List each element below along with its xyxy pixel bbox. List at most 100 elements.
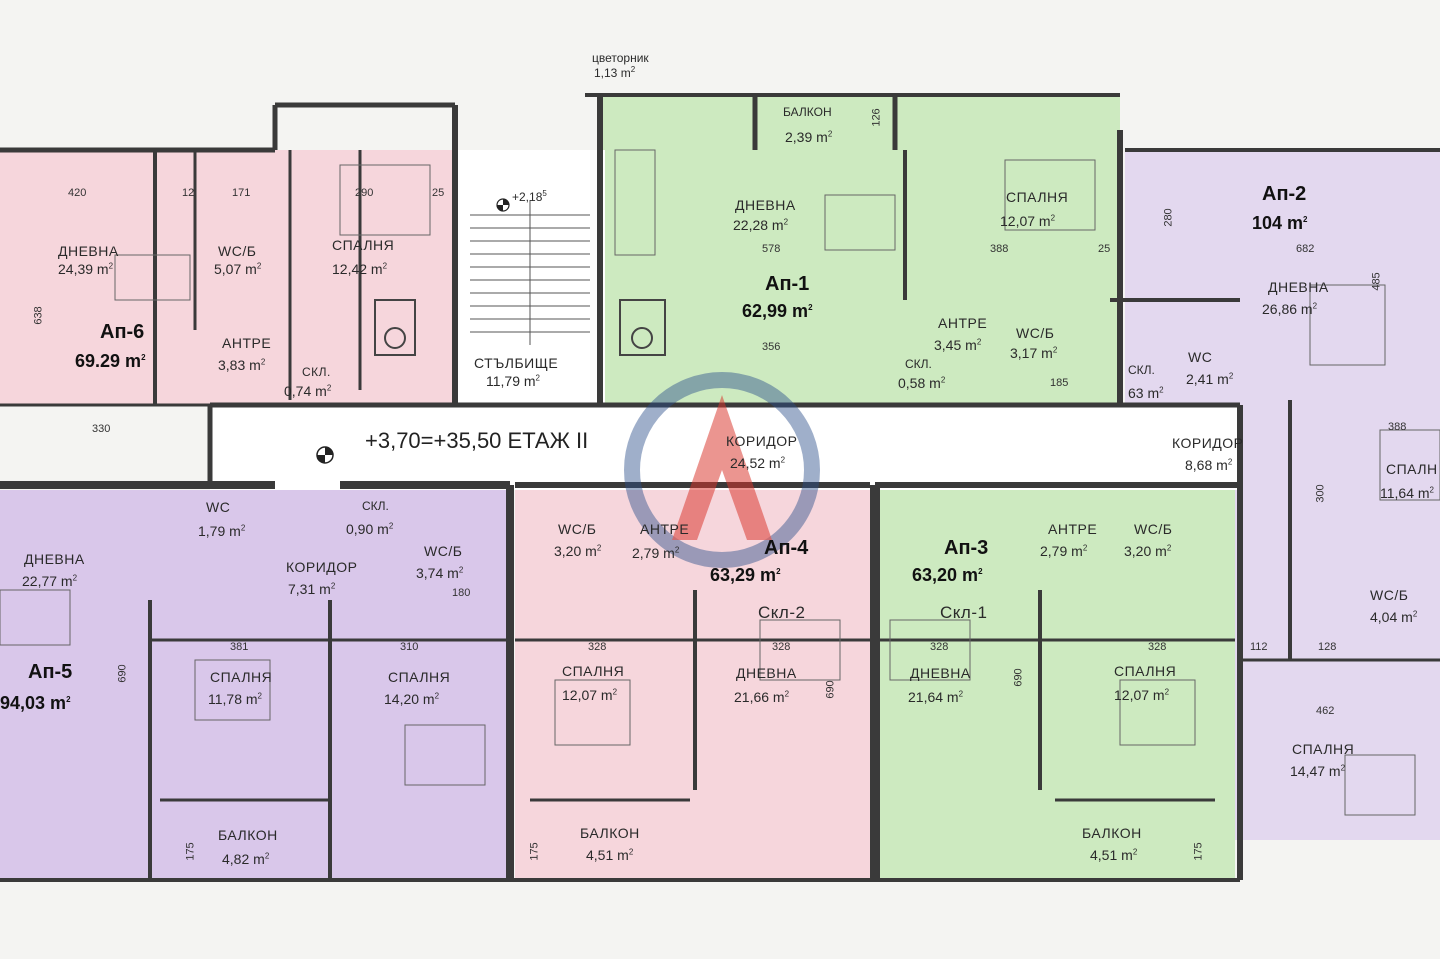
- ap2-bed1-area: 11,64 m2: [1380, 485, 1434, 501]
- ap4-bed-label: СПАЛНЯ: [562, 663, 625, 679]
- ap4-wcb-area: 3,20 m2: [554, 543, 602, 559]
- ap5-storage-area: 0,90 m2: [346, 521, 394, 537]
- dimension-label: 381: [230, 641, 249, 653]
- ap3-fill: [875, 490, 1235, 880]
- ap1-living-label: ДНЕВНА: [735, 197, 796, 213]
- ap2-label: Ап-2: [1262, 183, 1307, 205]
- ap2-wc-area: 2,41 m2: [1186, 371, 1234, 387]
- ap5-label: Ап-5: [28, 661, 73, 683]
- ap3-balcony-area: 4,51 m2: [1090, 847, 1138, 863]
- dimension-label: 25: [432, 187, 445, 199]
- dimension-label: 328: [588, 641, 607, 653]
- dimension-label: 175: [184, 842, 197, 861]
- ap5-balcony-label: БАЛКОН: [218, 827, 278, 843]
- ap3-wcb-label: WC/Б: [1134, 521, 1173, 537]
- ap3-hall-area: 2,79 m2: [1040, 543, 1088, 559]
- ap3-area: 63,20 m2: [912, 565, 983, 585]
- ap2-area: 104 m2: [1252, 213, 1308, 233]
- ap3-storage: Скл-1: [940, 603, 988, 622]
- ap6-bed-label: СПАЛНЯ: [332, 237, 395, 253]
- dimension-label: 388: [1388, 421, 1407, 433]
- ap3-hall-label: АНТРЕ: [1048, 521, 1098, 537]
- ap6-hall-area: 3,83 m2: [218, 357, 266, 373]
- dimension-label: 175: [1192, 842, 1205, 861]
- dimension-label: 462: [1316, 705, 1335, 717]
- watermark-logo: [624, 372, 820, 568]
- dimension-label: 185: [1050, 377, 1069, 389]
- ap2-bed2-label: СПАЛНЯ: [1292, 741, 1355, 757]
- dimension-label: 328: [1148, 641, 1167, 653]
- ap6-living-area: 24,39 m2: [58, 261, 114, 277]
- ap5-wc-area: 1,79 m2: [198, 523, 246, 539]
- ap2-bed1-label: СПАЛН: [1386, 461, 1438, 477]
- corridor-area: 24,52 m2: [730, 455, 786, 471]
- ap3-balcony-label: БАЛКОН: [1082, 825, 1142, 841]
- ap5-storage-label: СКЛ.: [362, 499, 389, 513]
- furniture: [0, 149, 1440, 816]
- dimension-label: 420: [68, 187, 87, 199]
- ap5-balcony-area: 4,82 m2: [222, 851, 270, 867]
- ap1-living-area: 22,28 m2: [733, 217, 789, 233]
- ap2-wcb-label: WC/Б: [1370, 587, 1409, 603]
- dimension-label: 12: [182, 187, 195, 199]
- ap4-area: 63,29 m2: [710, 565, 781, 585]
- ap4-balcony-area: 4,51 m2: [586, 847, 634, 863]
- dimension-label: 112: [1250, 641, 1268, 653]
- ap5-wcb-area: 3,74 m2: [416, 565, 464, 581]
- ap1-storage-label: СКЛ.: [905, 357, 932, 371]
- ap2-corridor-label: КОРИДОР: [1172, 435, 1244, 451]
- ap5-bed2-label: СПАЛНЯ: [388, 669, 451, 685]
- stair-level: +2,185: [512, 189, 547, 204]
- dimension-label: 388: [990, 243, 1009, 255]
- ap4-fill: [515, 490, 870, 880]
- ap1-balcony-label: БАЛКОН: [783, 105, 832, 119]
- dimension-label: 310: [400, 641, 419, 653]
- ap5-area: 94,03 m2: [0, 693, 71, 713]
- ap5-corridor-area: 7,31 m2: [288, 581, 336, 597]
- stairs-steps: [470, 200, 590, 345]
- ap3-label: Ап-3: [944, 537, 989, 559]
- dimension-label: 171: [232, 187, 251, 199]
- dimension-label: 690: [824, 680, 837, 699]
- dimension-label: 328: [772, 641, 791, 653]
- dimension-label: 690: [1012, 668, 1025, 687]
- ap1-storage-area: 0,58 m2: [898, 375, 946, 391]
- ap2-living-area: 26,86 m2: [1262, 301, 1318, 317]
- ap5-bed1-area: 11,78 m2: [208, 691, 262, 707]
- ap3-living-label: ДНЕВНА: [910, 665, 971, 681]
- ap6-wc-label: WC/Б: [218, 243, 257, 259]
- ap6-wc-area: 5,07 m2: [214, 261, 262, 277]
- ap5-corridor-label: КОРИДОР: [286, 559, 358, 575]
- ap1-bed-label: СПАЛНЯ: [1006, 189, 1069, 205]
- ap3-living-area: 21,64 m2: [908, 689, 964, 705]
- dimension-label: 485: [1370, 272, 1383, 291]
- ap5-living-area: 22,77 m2: [22, 573, 78, 589]
- dimension-label: 25: [1098, 243, 1111, 255]
- dimension-label: 290: [355, 187, 374, 199]
- dimension-label: 356: [762, 341, 781, 353]
- ap1-balcony-area: 2,39 m2: [785, 129, 833, 145]
- dimension-label: 690: [116, 664, 129, 683]
- ap6-living-label: ДНЕВНА: [58, 243, 119, 259]
- ap6-bed-area: 12,42 m2: [332, 261, 388, 277]
- ap6-label: Ап-6: [100, 321, 145, 343]
- ap4-wcb-label: WC/Б: [558, 521, 597, 537]
- ap6-area: 69.29 m2: [75, 351, 146, 371]
- dimension-label: 300: [1314, 484, 1327, 503]
- dimension-label: 175: [528, 842, 541, 861]
- ap1-bed-area: 12,07 m2: [1000, 213, 1056, 229]
- ap5-fill: [0, 490, 510, 880]
- dimension-label: 280: [1162, 208, 1175, 227]
- ap6-hall-label: АНТРЕ: [222, 335, 272, 351]
- ap1-wc-area: 3,17 m2: [1010, 345, 1058, 361]
- flowerbed-label: цветорник: [592, 51, 649, 65]
- ap1-hall-label: АНТРЕ: [938, 315, 988, 331]
- ap4-bed-area: 12,07 m2: [562, 687, 618, 703]
- ap3-wcb-area: 3,20 m2: [1124, 543, 1172, 559]
- floor-title: +3,70=+35,50 ЕТАЖ II: [365, 428, 589, 453]
- dimension-label: 330: [92, 423, 111, 435]
- ap2-wc-label: WC: [1188, 349, 1213, 365]
- ap3-bed-label: СПАЛНЯ: [1114, 663, 1177, 679]
- ap2-bed2-area: 14,47 m2: [1290, 763, 1346, 779]
